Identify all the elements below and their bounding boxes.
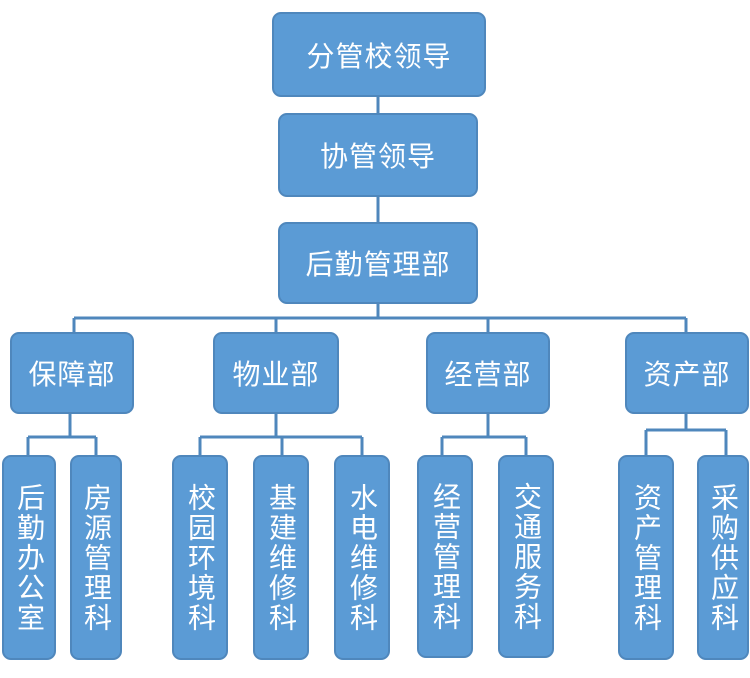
node-root: 分管校领导 — [272, 12, 486, 97]
unit-label: 水电维修科 — [346, 482, 379, 633]
node-department-jingying: 经营部 — [426, 332, 550, 414]
node-level3: 后勤管理部 — [278, 222, 478, 304]
node-unit: 房源管理科 — [70, 455, 122, 660]
node-root-label: 分管校领导 — [306, 39, 452, 73]
unit-label: 校园环境科 — [184, 482, 217, 633]
unit-label: 交通服务科 — [510, 481, 543, 632]
node-department-wuye: 物业部 — [213, 332, 339, 414]
unit-label: 后勤办公室 — [13, 482, 46, 633]
department-label: 经营部 — [444, 358, 532, 391]
department-label: 保障部 — [28, 358, 116, 391]
node-unit: 经营管理科 — [417, 455, 473, 658]
department-label: 资产部 — [643, 358, 731, 391]
node-unit: 交通服务科 — [498, 455, 554, 658]
node-unit: 水电维修科 — [334, 455, 390, 660]
unit-label: 房源管理科 — [80, 482, 113, 633]
node-level2-label: 协管领导 — [319, 140, 436, 173]
node-unit: 资产管理科 — [618, 455, 674, 660]
unit-label: 采购供应科 — [707, 482, 740, 633]
unit-label: 经营管理科 — [429, 481, 462, 632]
node-unit: 采购供应科 — [697, 455, 749, 660]
unit-label: 基建维修科 — [265, 482, 298, 633]
node-level3-label: 后勤管理部 — [305, 248, 451, 281]
node-unit: 后勤办公室 — [2, 455, 56, 660]
unit-label: 资产管理科 — [630, 482, 663, 633]
node-level2: 协管领导 — [278, 113, 478, 197]
node-department-baozhang: 保障部 — [10, 332, 134, 414]
node-unit: 基建维修科 — [253, 455, 309, 660]
node-department-zichan: 资产部 — [625, 332, 749, 414]
department-label: 物业部 — [232, 358, 320, 391]
node-unit: 校园环境科 — [172, 455, 228, 660]
